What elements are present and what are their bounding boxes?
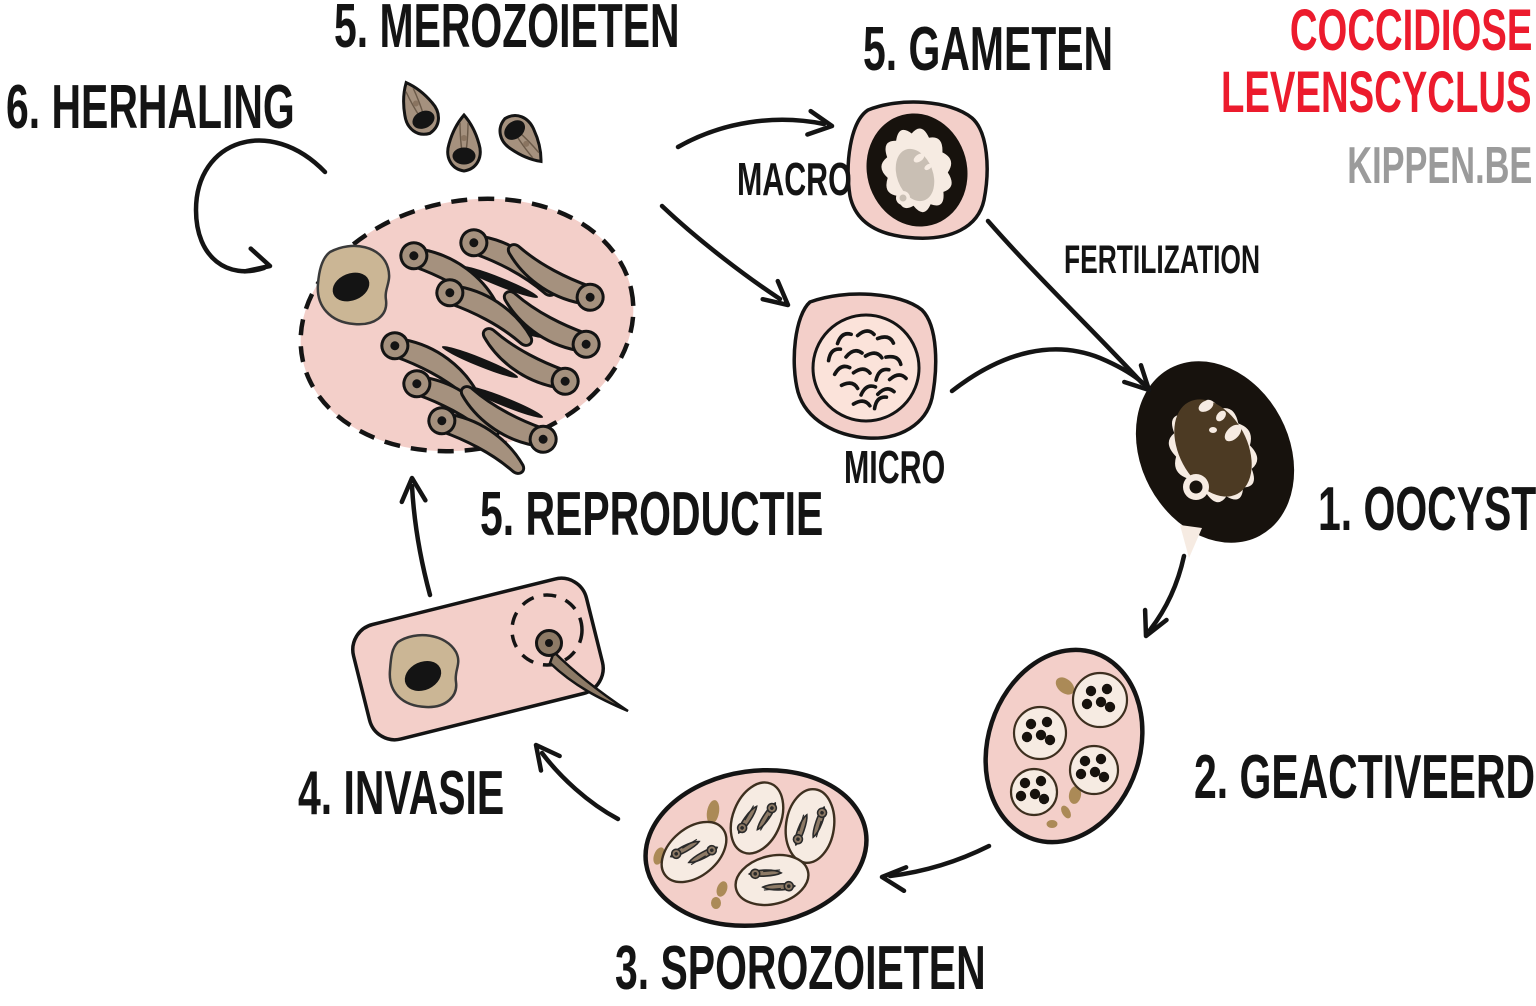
merozoite-long (502, 290, 601, 359)
label-herhaling: 6. HERHALING (6, 73, 295, 142)
arrow-to-micro (659, 203, 791, 308)
label-merozoieten: 5. MEROZOIETEN (334, 0, 680, 61)
title-levenscyclus: LEVENSCYCLUS (1221, 60, 1532, 125)
oocyst-cell (1135, 361, 1295, 558)
label-reproductie: 5. REPRODUCTIE (480, 480, 824, 549)
sporocyst (729, 781, 785, 855)
merozoite-trio (402, 80, 543, 173)
invasion-cell (351, 576, 629, 742)
arrow-to-macro (675, 108, 835, 150)
activated-oocyst-cell (983, 647, 1145, 845)
sporocyst (784, 788, 836, 864)
label-gameten: 5. GAMETEN (863, 15, 1114, 84)
macro-gamete-cell (846, 100, 989, 240)
site-kippen-be: KIPPEN.BE (1347, 137, 1532, 195)
merozoite-long (506, 243, 605, 312)
label-invasie: 4. INVASIE (298, 759, 505, 828)
sporocyst (660, 820, 728, 884)
arrow-geactiveerd-to-sporozoieten (879, 843, 992, 894)
line-micro-fertilization (949, 347, 1152, 394)
sporozoites-cell (643, 767, 869, 929)
label-micro: MICRO (844, 441, 946, 493)
merozoite-cell (446, 112, 482, 173)
merozoite-cell (402, 80, 440, 136)
merozoite-cell (498, 114, 543, 164)
merozoite-long (435, 278, 534, 347)
arrow-invasie-to-reproductie (399, 475, 433, 598)
label-macro: MACRO (737, 153, 852, 205)
merozoite-long (481, 327, 580, 396)
label-fertilization: FERTILIZATION (1064, 238, 1261, 282)
arrow-oocyst-to-geactiveerd (1142, 553, 1187, 639)
label-oocyst: 1. OOCYST (1318, 475, 1536, 544)
arrow-sporozoieten-to-invasie (533, 742, 621, 822)
title-coccidiose: COCCIDIOSE (1289, 0, 1532, 63)
merozoite-long (459, 385, 558, 454)
label-geactiveerd: 2. GEACTIVEERD (1194, 743, 1536, 812)
schizont-cell (298, 196, 636, 475)
schizont-nucleus (316, 244, 391, 326)
micro-gamete-cell (792, 292, 938, 440)
label-sporozoieten: 3. SPOROZOIETEN (615, 934, 986, 1003)
merozoite-long (427, 406, 526, 475)
sporocyst (734, 853, 810, 907)
arrow-herhaling-loop (193, 138, 328, 274)
